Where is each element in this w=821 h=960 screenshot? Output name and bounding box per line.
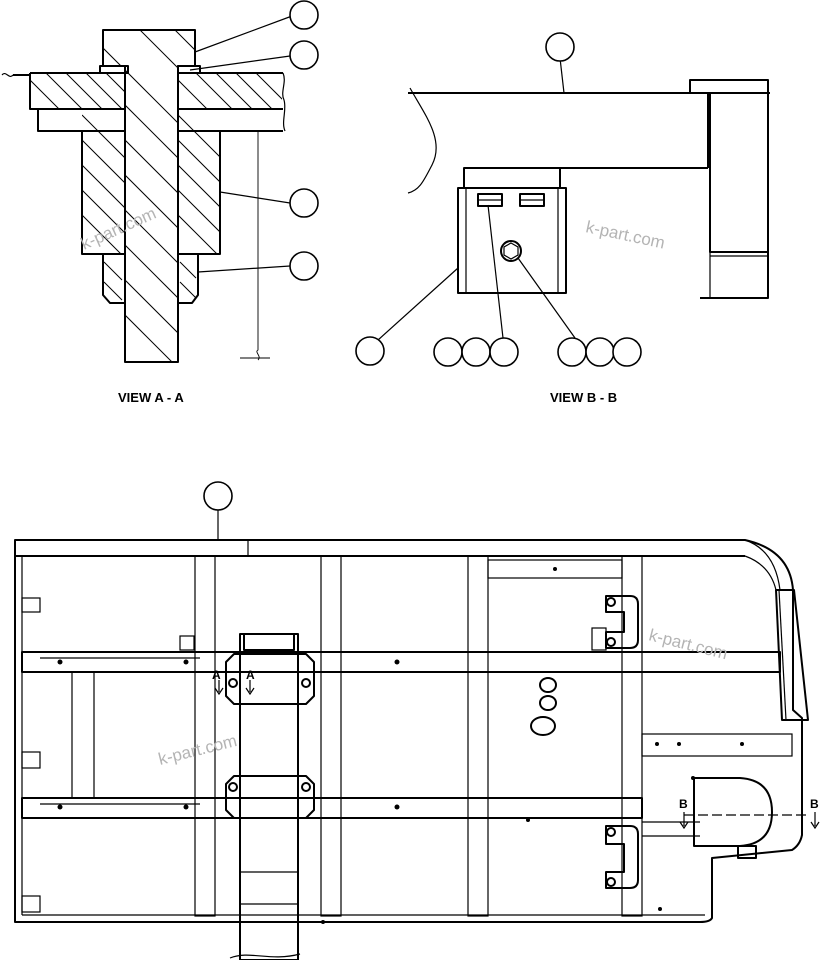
bolt-head xyxy=(228,782,238,792)
callout-balloon[interactable] xyxy=(203,481,233,511)
bolt-head xyxy=(228,678,238,688)
callout-balloon[interactable] xyxy=(433,337,463,367)
section-label-a-right: A xyxy=(246,668,255,682)
callout-balloon[interactable] xyxy=(289,0,319,30)
watermark-text: k-part.com xyxy=(78,204,159,254)
plan-view xyxy=(14,481,810,960)
mount-plate xyxy=(463,167,561,189)
section-marker-a: A A xyxy=(212,668,255,696)
side-panel xyxy=(641,733,793,757)
watermark-text: k-part.com xyxy=(156,731,239,769)
cross-beam-lower xyxy=(21,797,643,819)
bolt-head xyxy=(301,678,311,688)
nut-section xyxy=(102,254,199,304)
watermark-text: k-part.com xyxy=(584,217,666,252)
callout-balloon[interactable] xyxy=(612,337,642,367)
callout-balloon[interactable] xyxy=(289,251,319,281)
callout-balloon[interactable] xyxy=(557,337,587,367)
section-marker-b: B B xyxy=(679,797,820,830)
grease-fitting xyxy=(500,240,522,262)
fuel-tank xyxy=(693,777,773,847)
cab-top-block xyxy=(689,79,769,94)
frame-member xyxy=(71,671,95,799)
callout-balloon[interactable] xyxy=(585,337,615,367)
bolt-head xyxy=(301,782,311,792)
top-panel xyxy=(487,559,623,579)
view-b-section xyxy=(355,32,770,367)
sleeve-section xyxy=(81,114,221,255)
bolt-section xyxy=(102,29,196,363)
frame-member xyxy=(320,555,342,917)
cross-beam-upper xyxy=(21,651,781,673)
callout-balloon[interactable] xyxy=(289,40,319,70)
callout-balloon[interactable] xyxy=(461,337,491,367)
section-label-b-right: B xyxy=(810,797,819,811)
section-label-a-left: A xyxy=(212,668,221,682)
callout-balloon[interactable] xyxy=(489,337,519,367)
view-a-section xyxy=(1,0,319,363)
plate-section xyxy=(1,72,286,132)
view-a-caption: VIEW A - A xyxy=(118,390,184,405)
watermark-text: k-part.com xyxy=(647,625,730,663)
grab-handle xyxy=(605,825,639,889)
section-label-b-left: B xyxy=(679,797,688,811)
callout-balloon[interactable] xyxy=(289,188,319,218)
callout-balloon[interactable] xyxy=(355,336,385,366)
view-b-caption: VIEW B - B xyxy=(550,390,617,405)
frame-member xyxy=(467,555,489,917)
callout-balloon[interactable] xyxy=(545,32,575,62)
washer-left xyxy=(99,65,129,74)
frame-member xyxy=(194,555,216,917)
